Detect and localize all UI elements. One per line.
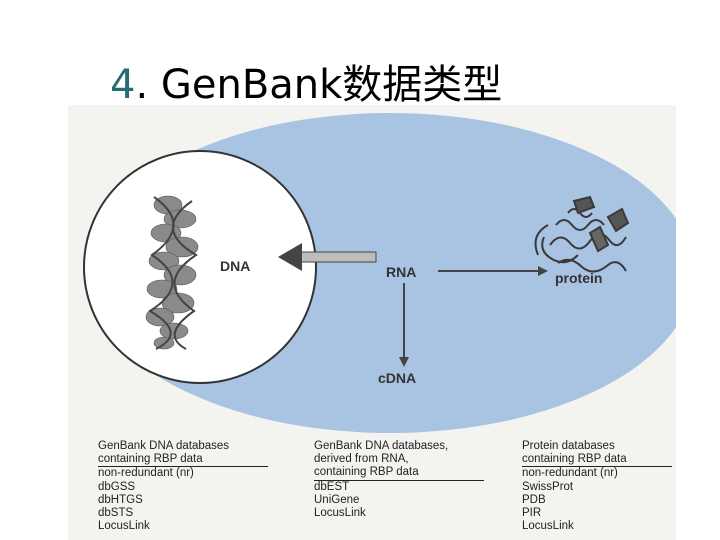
rna-to-dna-arrow — [278, 243, 377, 271]
list-item: non-redundant (nr) — [522, 467, 618, 480]
list-item: LocusLink — [522, 520, 574, 533]
list-item: dbHTGS — [98, 493, 143, 506]
list-item: PDB — [522, 493, 546, 506]
title-number: 4 — [110, 62, 136, 108]
column-header-line: derived from RNA, — [314, 453, 409, 466]
column-header-line: Protein databases — [522, 440, 615, 452]
column-genbank-rna: GenBank DNA databases, derived from RNA,… — [314, 440, 484, 520]
list-item: SwissProt — [522, 480, 574, 493]
list-item: LocusLink — [98, 520, 150, 533]
column-header-line: GenBank DNA databases, — [314, 440, 449, 452]
cdna-label: cDNA — [378, 370, 416, 386]
column-genbank-dna: GenBank DNA databases containing RBP dat… — [98, 440, 268, 533]
list-item: dbSTS — [98, 507, 134, 520]
title-text: . GenBank数据类型 — [135, 62, 503, 108]
protein-structure-icon — [534, 195, 630, 273]
column-header-line: containing RBP data — [314, 466, 484, 481]
column-header-line: GenBank DNA databases — [98, 440, 230, 452]
column-header-line: containing RBP data — [98, 453, 268, 468]
column-protein: Protein databases containing RBP data no… — [522, 440, 672, 533]
genbank-figure: DNA RNA protein cDNA — [68, 105, 676, 540]
slide-title: 4. GenBank数据类型 — [110, 52, 502, 110]
rna-label: RNA — [386, 264, 416, 280]
list-item: PIR — [522, 507, 542, 520]
dna-label: DNA — [220, 258, 250, 274]
column-header-line: containing RBP data — [522, 453, 672, 468]
list-item: LocusLink — [314, 507, 366, 520]
list-item: dbEST — [314, 480, 350, 493]
protein-label: protein — [555, 270, 602, 286]
nucleus-circle — [83, 150, 317, 384]
list-item: UniGene — [314, 493, 360, 506]
dna-helix-icon — [145, 195, 199, 350]
flow-diagram: DNA RNA protein cDNA — [83, 113, 676, 433]
list-item: non-redundant (nr) — [98, 467, 194, 480]
list-item: dbGSS — [98, 480, 136, 493]
